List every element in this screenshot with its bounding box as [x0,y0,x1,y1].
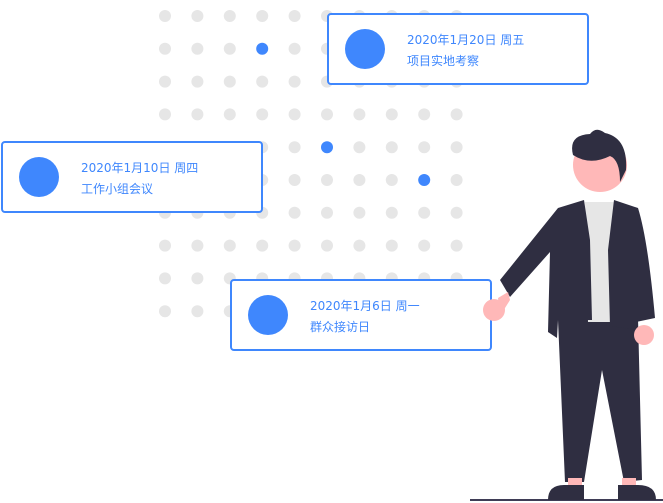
grid-dot [321,239,333,252]
event-avatar [19,157,59,197]
grid-dot [385,174,398,186]
grid-dot [288,174,301,186]
event-card[interactable]: 2020年1月6日 周一 群众接访日 [230,279,492,351]
grid-dot [353,206,366,219]
grid-dot [191,42,204,55]
grid-dot [418,108,431,121]
grid-dot [418,206,431,219]
event-card[interactable]: 2020年1月10日 周四 工作小组会议 [1,141,263,213]
highlight-dot [418,174,431,186]
grid-dot [159,42,171,55]
grid-dot [223,42,236,55]
grid-dot [191,305,204,318]
grid-dot [159,305,171,318]
person-illustration [470,129,663,501]
grid-dot [288,141,301,154]
grid-dot [418,239,431,252]
grid-dot [385,206,398,219]
highlight-dot [256,42,269,55]
grid-dot [321,174,333,186]
grid-dot [288,75,301,88]
grid-dot [191,272,204,285]
grid-dot [223,239,236,252]
grid-dot [191,10,204,22]
grid-dot [288,42,301,55]
grid-dot [223,108,236,121]
event-date: 2020年1月20日 周五 [407,33,525,47]
grid-dot [256,239,269,252]
event-card[interactable]: 2020年1月20日 周五 项目实地考察 [327,13,589,85]
grid-dot [288,108,301,121]
event-title: 工作小组会议 [81,182,154,196]
grid-dot [353,108,366,121]
event-title: 项目实地考察 [407,54,480,68]
grid-dot [385,108,398,121]
grid-dot [191,239,204,252]
grid-dot [288,206,301,219]
grid-dot [353,141,366,154]
grid-dot [450,174,463,186]
grid-dot [353,174,366,186]
event-date: 2020年1月10日 周四 [81,161,199,175]
grid-dot [159,108,171,121]
grid-dot [256,75,269,88]
grid-dot [159,75,171,88]
grid-dot [191,75,204,88]
grid-dot [223,10,236,22]
grid-dot [256,108,269,121]
grid-dot [450,141,463,154]
grid-dot [385,141,398,154]
highlight-dot [321,141,333,154]
grid-dot [450,108,463,121]
grid-dot [353,239,366,252]
grid-dot [256,10,269,22]
event-avatar [345,29,385,69]
grid-dot [450,239,463,252]
event-date: 2020年1月6日 周一 [310,299,420,313]
event-title: 群众接访日 [310,320,371,334]
grid-dot [385,239,398,252]
grid-dot [321,206,333,219]
grid-dot [223,75,236,88]
grid-dot [159,272,171,285]
grid-dot [159,10,171,22]
grid-dot [450,206,463,219]
grid-dot [288,239,301,252]
event-avatar [248,295,288,335]
grid-dot [288,10,301,22]
grid-dot [159,239,171,252]
grid-dot [418,141,431,154]
grid-dot [321,108,333,121]
grid-dot [191,108,204,121]
